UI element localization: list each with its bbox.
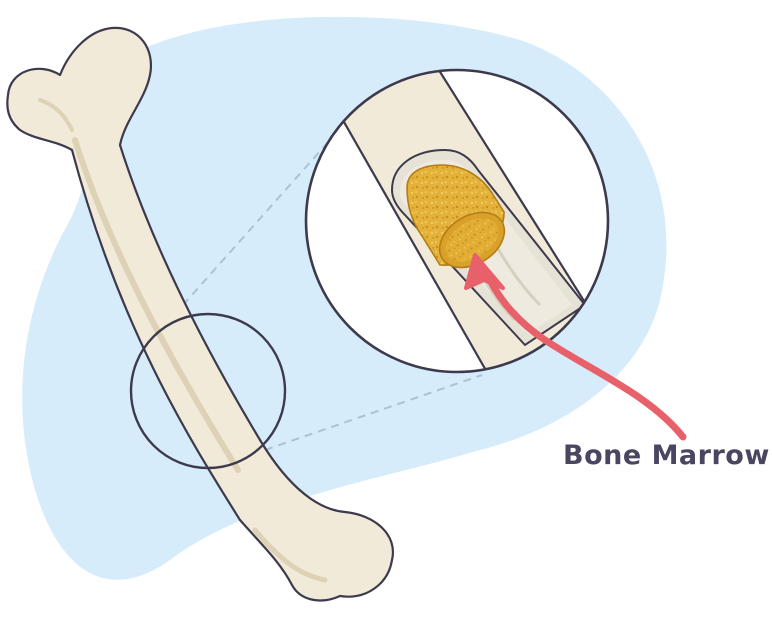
bone-marrow-label: Bone Marrow xyxy=(563,440,770,471)
